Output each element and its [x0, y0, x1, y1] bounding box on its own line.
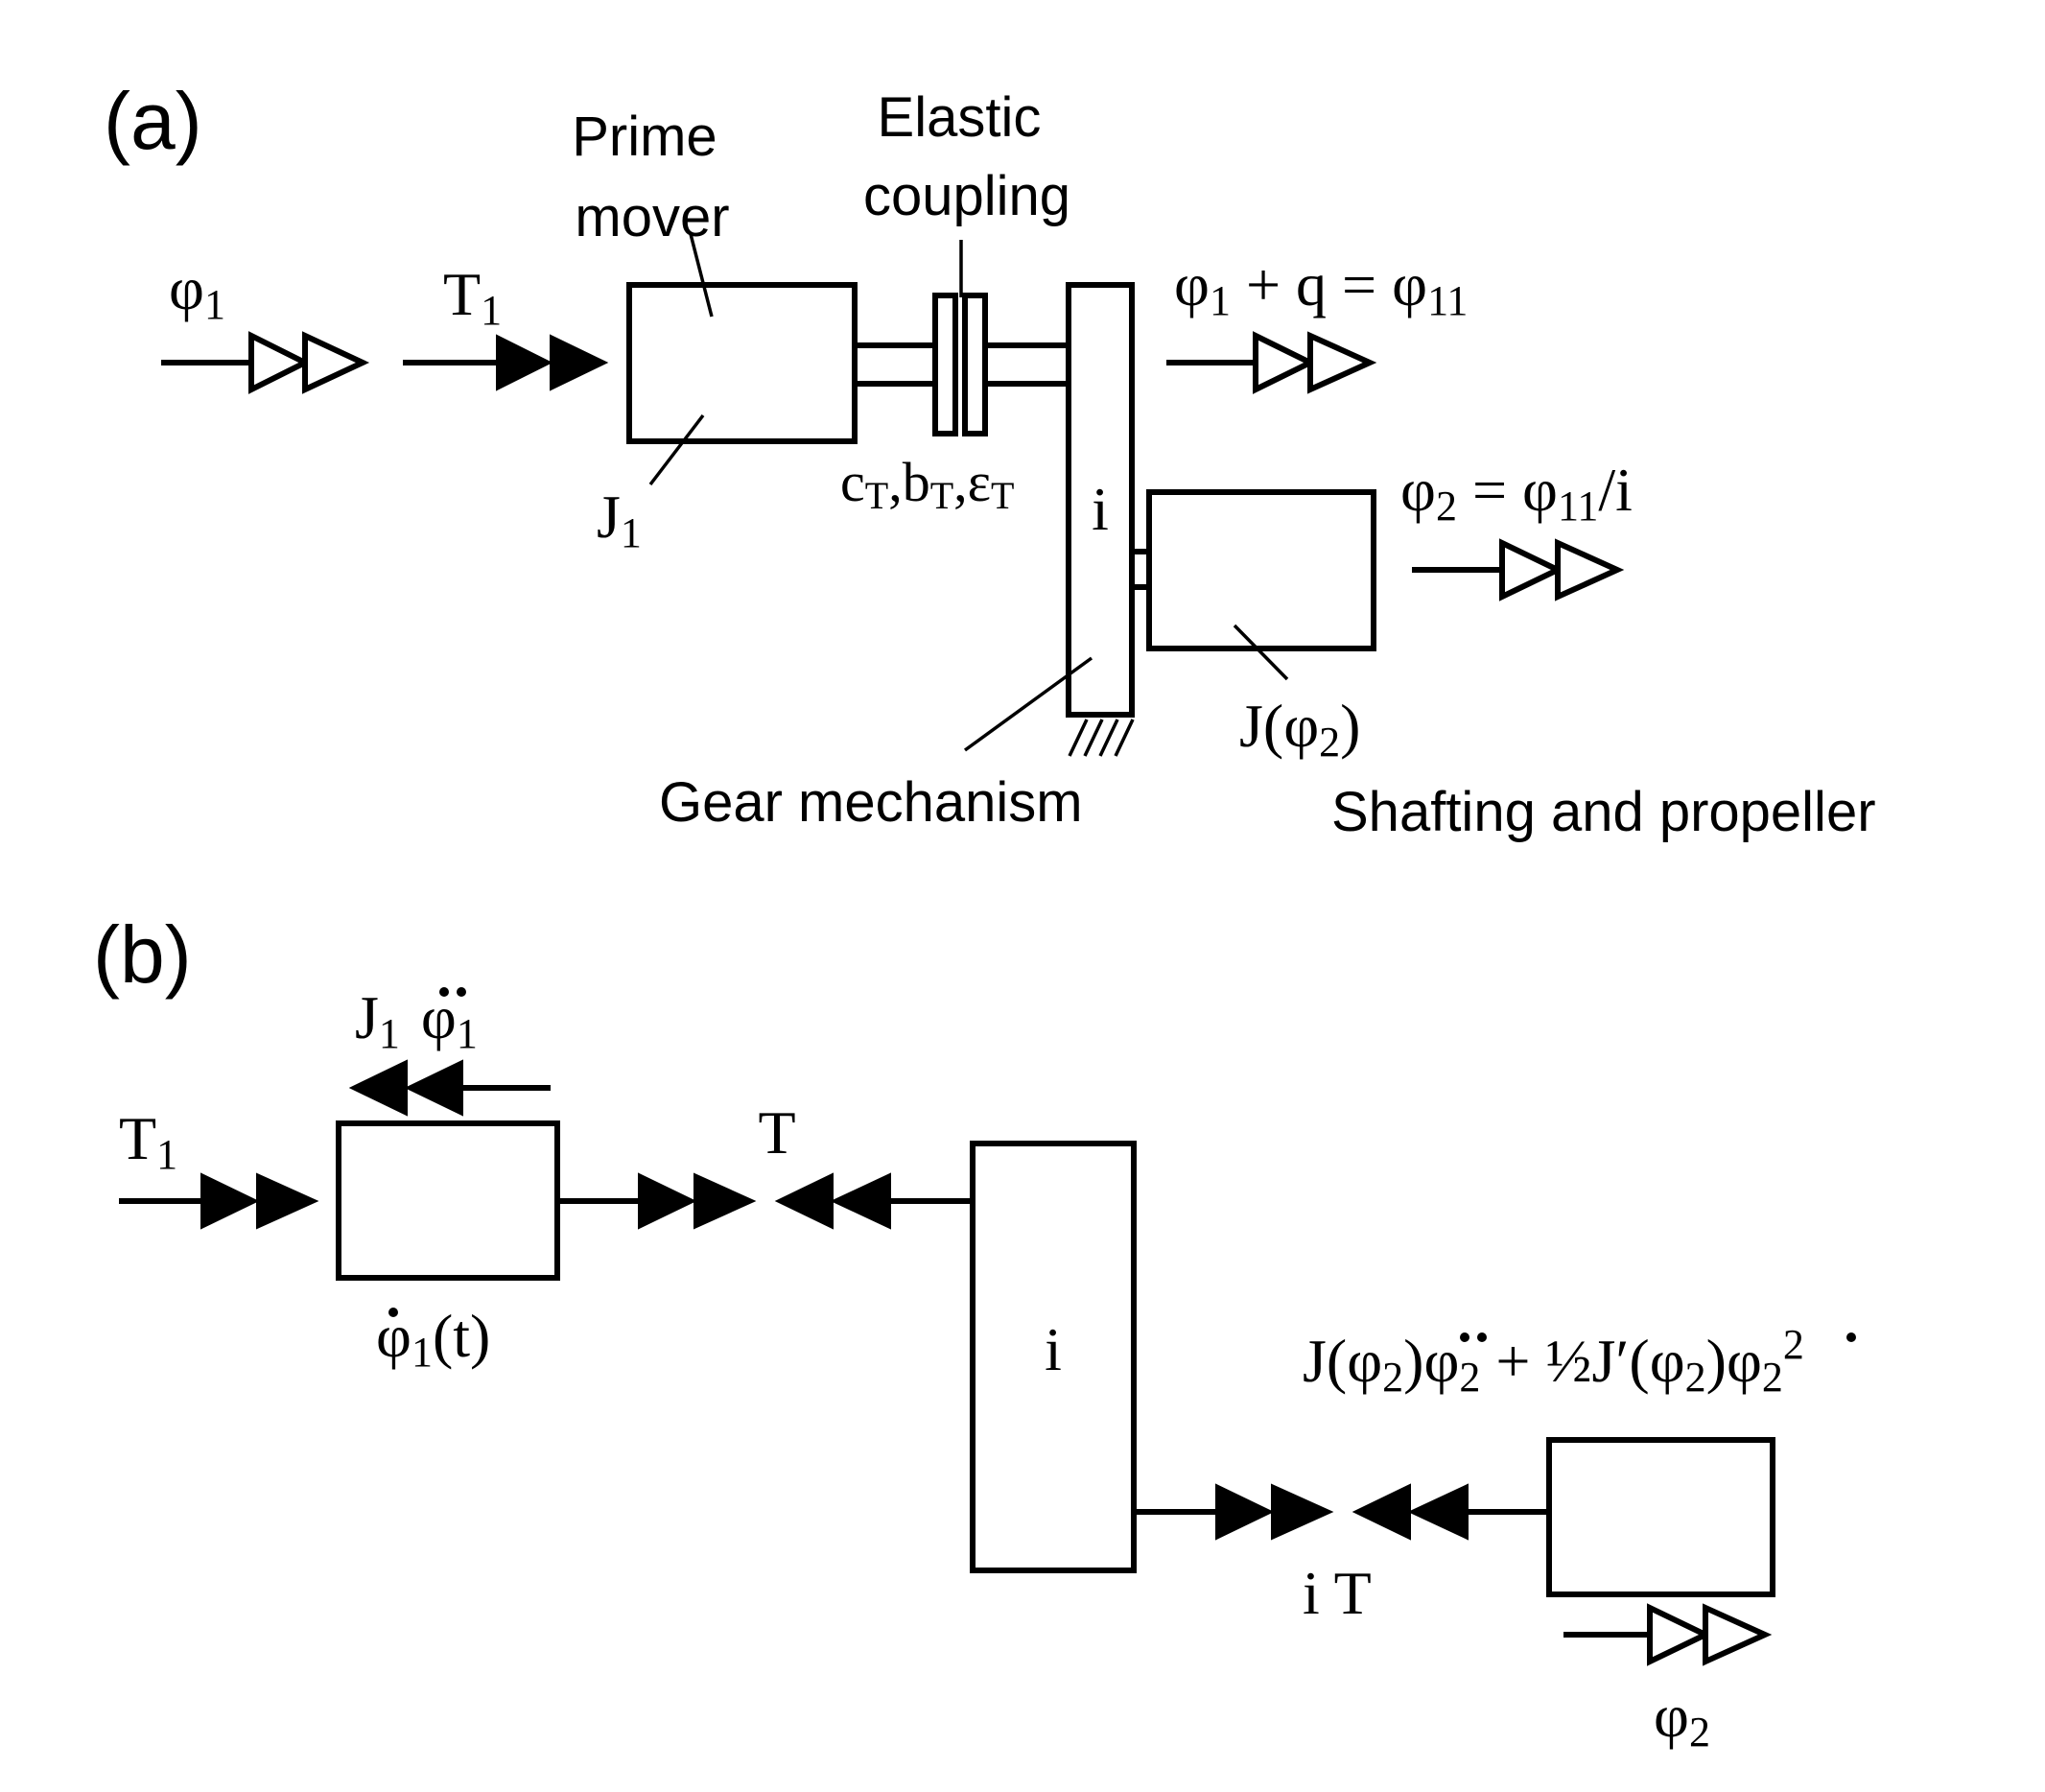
single-dot-phi1	[388, 1308, 398, 1317]
shafting-propeller-label: Shafting and propeller	[1331, 781, 1876, 843]
inertia-arrowhead-2	[348, 1059, 408, 1117]
phi2-label-b: φ2	[1654, 1682, 1710, 1756]
it-arrowhead-2-left	[1407, 1483, 1469, 1541]
t-arrowhead-1-left	[774, 1172, 834, 1230]
prime-mover-box	[626, 282, 858, 444]
phi2-equation: φ2 = φ11/i	[1400, 456, 1633, 530]
phi11-equation: φ1 + q = φ11	[1174, 250, 1468, 324]
double-dot-2a	[1460, 1332, 1469, 1342]
phi2-arrowhead-1-a	[1499, 538, 1564, 601]
t1-arrowhead-1-b	[200, 1172, 260, 1230]
phi1-dot-t-label: φ1(t)	[376, 1302, 490, 1376]
t1-arrowhead-2-b	[256, 1172, 319, 1230]
it-arrowhead-1-left	[1352, 1483, 1411, 1541]
phi11-arrowhead-2	[1307, 331, 1377, 394]
t-label: T	[758, 1098, 795, 1167]
it-arrowhead-2-right	[1271, 1483, 1334, 1541]
phi1-label: φ1	[169, 254, 225, 328]
load-block-b	[1546, 1437, 1775, 1597]
gear-block-b	[970, 1141, 1137, 1573]
double-dot-2b	[1477, 1332, 1487, 1342]
phi1-arrowhead-1	[248, 331, 312, 394]
double-dot-1a	[439, 987, 449, 997]
inertia-arrowhead-1	[404, 1059, 463, 1117]
gear-ratio-label-a: i	[1092, 475, 1109, 543]
prime-mover-block-b	[336, 1120, 560, 1281]
panel-b-label: (b)	[93, 909, 192, 1000]
j-phi2-leader	[1233, 624, 1289, 681]
panel-a: (a) Prime mover Elastic coupling φ1 T1 J…	[104, 76, 1876, 843]
phi11-arrowhead-1	[1253, 331, 1317, 394]
t1-label-a: T1	[443, 260, 502, 334]
ground-hatch	[1068, 719, 1135, 757]
it-label: i T	[1303, 1559, 1372, 1627]
t1-label-b: T1	[119, 1104, 177, 1178]
j1-label: J1	[597, 483, 642, 556]
t-arrowhead-2-left	[830, 1172, 891, 1230]
phi2-arrowhead-2-b	[1703, 1603, 1773, 1666]
j-phi2-label: J(φ2)	[1239, 692, 1360, 766]
t-arrowhead-1-right	[638, 1172, 697, 1230]
t1-arrowhead-2-a	[550, 334, 609, 391]
coupling-plate-right	[962, 293, 988, 436]
it-arrowhead-1-right	[1215, 1483, 1275, 1541]
gear-mechanism-box	[1066, 282, 1135, 718]
t-arrowhead-2-right	[693, 1172, 757, 1230]
coupling-params-label: cT,bT,εT	[840, 451, 1014, 517]
phi2-arrowhead-1-b	[1647, 1603, 1712, 1666]
load-torque-equation: J(φ2)φ2 + ½J′(φ2)φ22	[1303, 1321, 1804, 1401]
gear-mechanism-label: Gear mechanism	[659, 771, 1083, 834]
t1-arrowhead-1-a	[496, 334, 553, 391]
gear-ratio-label-b: i	[1045, 1315, 1062, 1383]
prime-mover-label: Prime mover	[572, 106, 733, 248]
phi1-arrowhead-2	[302, 331, 370, 394]
prime-mover-leader	[689, 233, 714, 318]
gear-mechanism-leader	[963, 656, 1093, 752]
double-dot-1b	[457, 987, 466, 997]
elastic-coupling-label: Elastic coupling	[863, 86, 1070, 227]
phi2-arrowhead-2-a	[1555, 538, 1625, 601]
shafting-propeller-box	[1146, 489, 1376, 651]
j1-leader	[648, 413, 705, 486]
single-dot-phi2	[1846, 1332, 1856, 1342]
coupling-plate-left	[932, 293, 958, 436]
panel-a-label: (a)	[104, 76, 202, 166]
